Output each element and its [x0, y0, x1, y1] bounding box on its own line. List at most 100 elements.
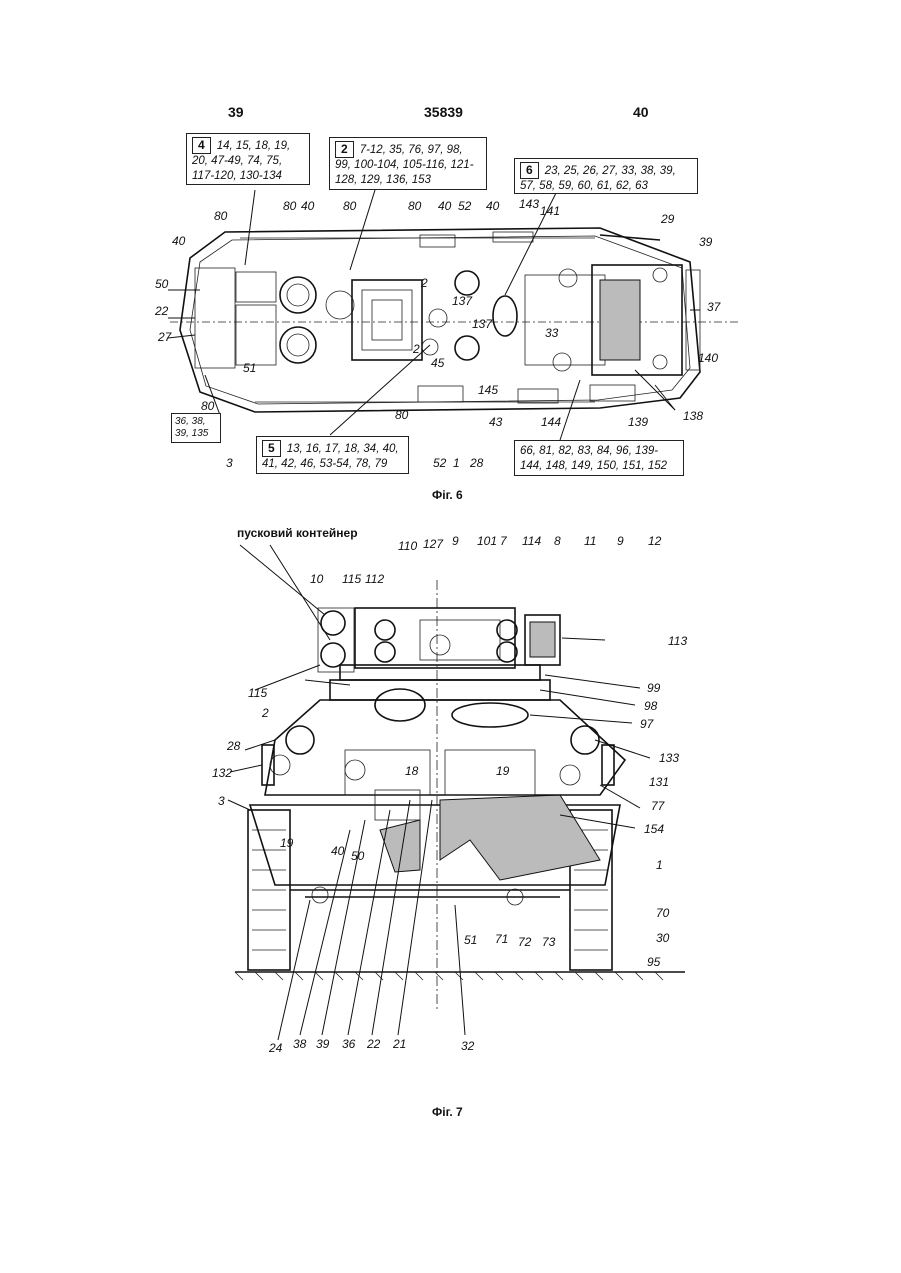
fig7-label: 40	[331, 844, 345, 858]
ref-box-number: 6	[520, 162, 539, 179]
fig6-label: 143	[519, 197, 539, 211]
fig6-ref-box-right: 66, 81, 82, 83, 84, 96, 139-144, 148, 14…	[514, 440, 684, 476]
fig7-label: 32	[461, 1039, 475, 1053]
fig7-label: 39	[316, 1037, 330, 1051]
fig6-label: 29	[660, 212, 675, 226]
fig6-label: 40	[438, 199, 452, 213]
fig7-label: 73	[542, 935, 556, 949]
fig6-label: 3	[226, 456, 233, 470]
fig7-label: 99	[647, 681, 661, 695]
fig7-label: 30	[656, 931, 670, 945]
fig7-label: 21	[392, 1037, 406, 1051]
fig7-label: 112	[365, 572, 384, 586]
fig7-label: 7	[500, 534, 508, 548]
fig6-label: 2	[412, 342, 420, 356]
fig7-label: 71	[495, 932, 508, 946]
fig6-label: 80	[395, 408, 409, 422]
fig6-label: 138	[683, 409, 703, 423]
fig7-label: 70	[656, 906, 670, 920]
fig6-ref-box-2: 27-12, 35, 76, 97, 98, 99, 100-104, 105-…	[329, 137, 487, 190]
fig6-label: 80	[214, 209, 228, 223]
fig7-label: 22	[366, 1037, 381, 1051]
fig6-ref-box-5: 513, 16, 17, 18, 34, 40, 41, 42, 46, 53-…	[256, 436, 409, 474]
fig6-label: 40	[486, 199, 500, 213]
fig7-label: 95	[647, 955, 661, 969]
fig6-label: 52	[458, 199, 472, 213]
fig7-label: 8	[554, 534, 561, 548]
fig6-label: 145	[478, 383, 498, 397]
fig7-label: 36	[342, 1037, 356, 1051]
fig7-label: 51	[464, 933, 477, 947]
fig7-label: 131	[649, 775, 669, 789]
fig6-label: 28	[469, 456, 484, 470]
fig7-drawing: 110 127 9 101 7 114 8 11 9 12 10 115 112…	[0, 520, 901, 1080]
fig6-label: 1	[453, 456, 460, 470]
fig7-label: 113	[668, 634, 687, 648]
fig6-label: 51	[243, 361, 256, 375]
fig7-label: 101	[477, 534, 497, 548]
fig7-label: 77	[651, 799, 666, 813]
ref-box-text: 13, 16, 17, 18, 34, 40, 41, 42, 46, 53-5…	[262, 443, 399, 470]
fig7-label: 154	[644, 822, 664, 836]
fig6-drawing: 80 40 80 40 80 80 40 52 40 143 141 29 39…	[0, 0, 901, 520]
ref-box-number: 2	[335, 141, 354, 158]
fig7-label: 18	[405, 764, 419, 778]
ref-box-text: 23, 25, 26, 27, 33, 38, 39, 57, 58, 59, …	[520, 165, 676, 192]
fig6-label: 37	[707, 300, 722, 314]
fig7-label: 114	[522, 534, 541, 548]
ref-box-text: 36, 38, 39, 135	[175, 416, 208, 439]
fig6-label: 141	[540, 204, 560, 218]
fig7-label: 97	[640, 717, 655, 731]
fig7-label: 115	[248, 686, 267, 700]
fig7-label: 28	[226, 739, 241, 753]
fig6-label: 22	[154, 304, 169, 318]
fig7-label: 133	[659, 751, 679, 765]
fig7-label: 72	[518, 935, 532, 949]
fig6-label: 137	[472, 317, 493, 331]
fig7-caption: Фіг. 7	[432, 1105, 463, 1119]
fig6-ref-box-left: 36, 38, 39, 135	[171, 413, 221, 443]
fig6-label: 33	[545, 326, 559, 340]
fig7-label: 1	[656, 858, 663, 872]
fig6-label: 80	[408, 199, 422, 213]
fig7-label: 98	[644, 699, 658, 713]
ref-box-number: 4	[192, 137, 211, 154]
fig7-label: 110	[398, 539, 417, 553]
ref-box-text: 66, 81, 82, 83, 84, 96, 139-144, 148, 14…	[520, 445, 667, 472]
fig7-label: 24	[268, 1041, 283, 1055]
fig7-label: 12	[648, 534, 662, 548]
fig7-label: 19	[280, 836, 294, 850]
fig6-label: 27	[157, 330, 173, 344]
fig7-label: 10	[310, 572, 324, 586]
fig6-ref-box-4: 414, 15, 18, 19, 20, 47-49, 74, 75, 117-…	[186, 133, 310, 185]
fig6-label: 144	[541, 415, 561, 429]
fig6-label: 40	[172, 234, 186, 248]
fig7-label: 9	[617, 534, 624, 548]
fig6-label: 39	[699, 235, 713, 249]
fig6-label: 52	[433, 456, 447, 470]
fig7-label: 132	[212, 766, 232, 780]
fig7-label: 38	[293, 1037, 307, 1051]
fig7-label: 9	[452, 534, 459, 548]
fig6-ref-box-6: 623, 25, 26, 27, 33, 38, 39, 57, 58, 59,…	[514, 158, 698, 194]
fig7-label: 115	[342, 572, 361, 586]
fig7-label: 2	[261, 706, 269, 720]
fig6-label: 137	[452, 294, 473, 308]
fig6-caption: Фіг. 6	[432, 488, 463, 502]
fig6-label: 50	[155, 277, 169, 291]
fig7-label: 11	[584, 534, 596, 548]
fig6-label: 43	[489, 415, 503, 429]
fig6-label: 80	[201, 399, 215, 413]
ref-box-text: 7-12, 35, 76, 97, 98, 99, 100-104, 105-1…	[335, 144, 474, 186]
fig6-label: 40	[301, 199, 315, 213]
fig6-label: 80	[283, 199, 297, 213]
fig6-label: 139	[628, 415, 648, 429]
fig6-label: 140	[698, 351, 718, 365]
fig6-label: 45	[431, 356, 445, 370]
fig7-label: 19	[496, 764, 510, 778]
fig7-label: 3	[218, 794, 225, 808]
fig6-label: 2	[420, 276, 428, 290]
fig7-label: 127	[423, 537, 444, 551]
ref-box-number: 5	[262, 440, 281, 457]
fig6-label: 80	[343, 199, 357, 213]
